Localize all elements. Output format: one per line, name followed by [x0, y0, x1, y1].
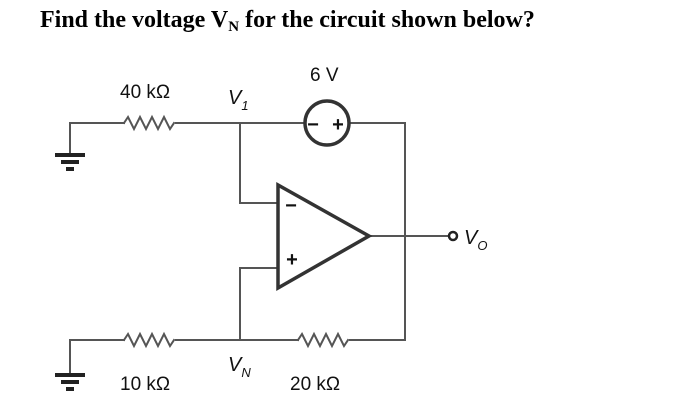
- label-v1: V1: [228, 87, 249, 113]
- wire-inverting: [239, 122, 279, 204]
- wire-noninverting: [239, 267, 279, 341]
- voltage-source-icon: [303, 99, 351, 147]
- label-6v: 6 V: [310, 65, 339, 86]
- output-terminal-icon: [447, 230, 459, 242]
- opamp-icon: [276, 182, 373, 292]
- question-suffix: for the circuit shown below?: [239, 7, 535, 33]
- label-vo-main: V: [464, 227, 479, 249]
- label-vn-main: V: [228, 354, 243, 376]
- resistor-20k: [296, 331, 350, 349]
- label-v1-main: V: [228, 87, 243, 109]
- label-vn: VN: [228, 354, 251, 380]
- source-plus-sign: +: [332, 114, 344, 136]
- label-20k: 20 kΩ: [290, 374, 340, 395]
- ground-2-icon: [55, 373, 85, 391]
- label-vo-sub: O: [477, 238, 487, 253]
- resistor-10k: [122, 331, 176, 349]
- label-10k: 10 kΩ: [120, 374, 170, 395]
- label-v1-sub: 1: [241, 98, 248, 113]
- wire-top-right: [349, 122, 406, 341]
- opamp-plus-sign: +: [286, 249, 298, 271]
- ground-1-icon: [55, 153, 85, 171]
- resistor-40k: [122, 114, 176, 132]
- source-minus-sign: −: [307, 114, 319, 136]
- label-40k: 40 kΩ: [120, 82, 170, 103]
- label-vo: VO: [464, 227, 487, 253]
- question-prefix: Find the voltage V: [40, 7, 229, 33]
- question-text: Find the voltage VN for the circuit show…: [40, 6, 640, 41]
- question-subscript: N: [228, 19, 240, 35]
- label-vn-sub: N: [241, 365, 251, 380]
- opamp-minus-sign: −: [285, 195, 297, 217]
